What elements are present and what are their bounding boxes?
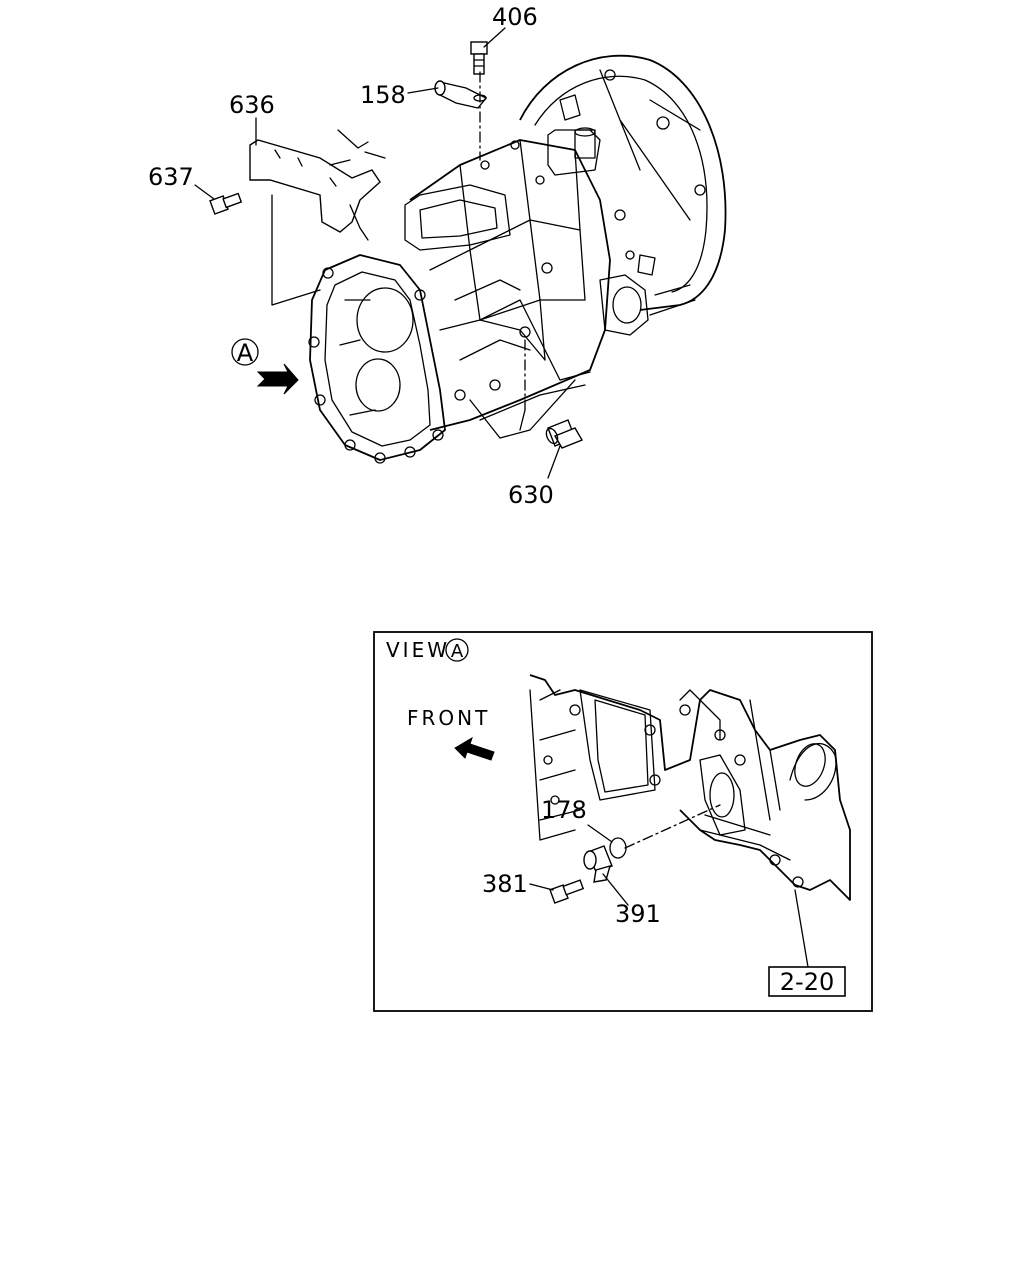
- callout-636: 636: [229, 91, 275, 119]
- inset-title-marker: A: [451, 641, 464, 662]
- bolt-637-icon: [209, 192, 243, 215]
- inset-title: VIEW: [386, 638, 450, 662]
- assembly-lines: [271, 71, 591, 439]
- sensor-630-icon: [545, 419, 584, 449]
- callout-158: 158: [360, 81, 406, 109]
- inset-casting: [529, 674, 851, 901]
- view-marker-label: A: [237, 339, 254, 367]
- bracket-636-icon: [249, 129, 386, 241]
- callout-630: 630: [508, 481, 554, 509]
- front-arrow-icon: [454, 736, 495, 761]
- callout-391: 391: [615, 900, 661, 928]
- clip-158-icon: [434, 80, 488, 109]
- leader-lines: [194, 27, 561, 479]
- front-label: FRONT: [407, 706, 490, 730]
- ref-box: [768, 966, 846, 997]
- callout-178: 178: [541, 796, 587, 824]
- bolt-381-icon: [549, 879, 585, 904]
- view-a-inset: VIEW A FRONT: [373, 631, 873, 1012]
- ref-2-20: 2-20: [780, 968, 834, 996]
- transmission-assembly: [308, 54, 727, 464]
- callout-406: 406: [492, 3, 538, 31]
- inset-title-marker-circle: [445, 638, 469, 662]
- view-marker-circle: A: [231, 338, 259, 367]
- callout-381: 381: [482, 870, 528, 898]
- callout-637: 637: [148, 163, 194, 191]
- view-arrow-icon: [256, 363, 299, 395]
- bolt-406-icon: [470, 41, 488, 75]
